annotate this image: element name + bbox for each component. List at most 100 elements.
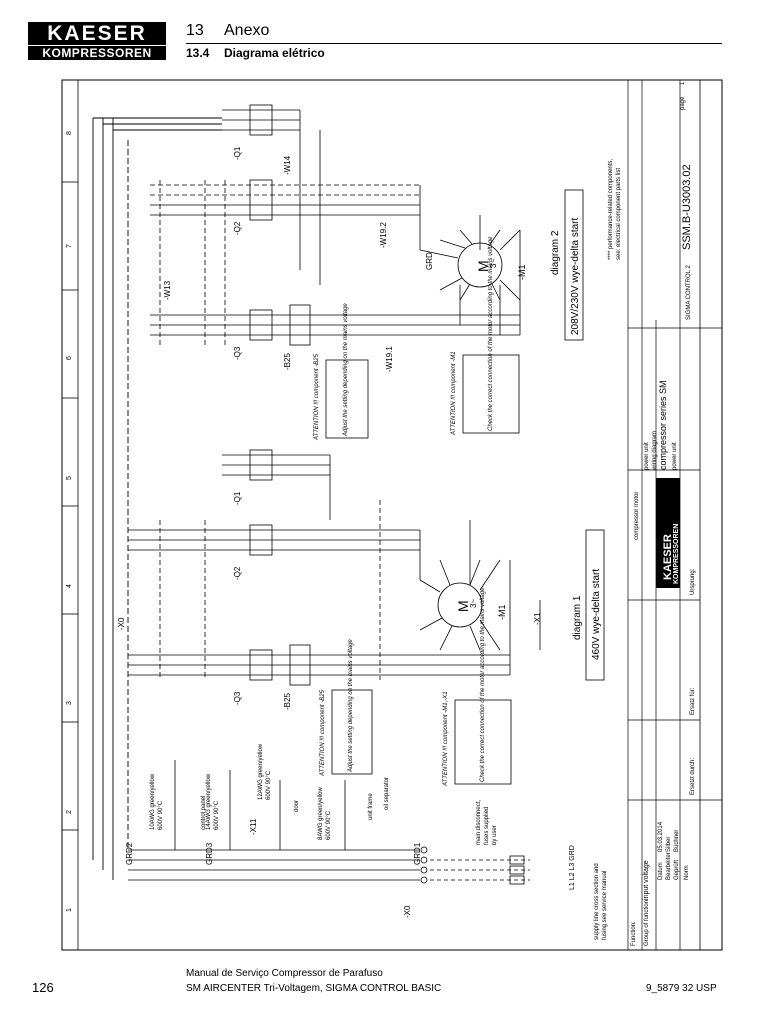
grid-number: 5 bbox=[66, 476, 73, 480]
wire3-label: 12AWG green/yellow bbox=[258, 743, 264, 800]
tb-date: Datum bbox=[658, 862, 664, 880]
grid-number: 8 bbox=[66, 131, 73, 135]
motor1-ref: -M1 bbox=[497, 605, 507, 621]
tb-brand-bottom: KOMPRESSOREN bbox=[673, 524, 680, 584]
attention-m1-upper: ATTENTION !!! component -M1 bbox=[451, 351, 457, 436]
tb-sigma: SIGMA CONTROL 2 bbox=[686, 265, 692, 320]
label-grd2: GRD2 bbox=[125, 842, 134, 865]
wire2-label: 14AWG green/yellow bbox=[206, 773, 212, 830]
label-x0-top: -X0 bbox=[117, 617, 126, 630]
grid-number: 7 bbox=[66, 244, 73, 248]
motor1-phase: 3~ bbox=[469, 599, 478, 608]
wire1b-label: 600V 90°C bbox=[158, 800, 164, 830]
tb-name2: Büchner bbox=[674, 830, 680, 852]
label-q2-lower: -Q2 bbox=[233, 566, 242, 580]
tb-norm: Norm bbox=[684, 865, 690, 880]
motor2-ref: -M1 bbox=[517, 265, 527, 281]
tb-power-unit2: power unit bbox=[672, 442, 678, 470]
grid-dividers bbox=[62, 181, 78, 831]
motor2-phase: 3~ bbox=[489, 259, 498, 268]
main-disc-2: fuses supplied bbox=[484, 807, 490, 845]
tb-series: compressor series SM bbox=[658, 380, 668, 470]
tb-ersatz-fuer: Ersatz für: bbox=[690, 687, 696, 715]
label-w13-upper: -W13 bbox=[163, 280, 172, 300]
attention-b25-box-lower bbox=[331, 689, 373, 775]
wire3b-label: 600V 90°C bbox=[266, 770, 272, 800]
attention-b25-box-upper-text: Adjust the setting depending on the main… bbox=[343, 303, 349, 437]
attention-b25-box-upper bbox=[325, 359, 369, 439]
wire2b-label: 600V 90°C bbox=[214, 800, 220, 830]
tb-power-unit: power unit bbox=[644, 442, 650, 470]
attention-m1x1-box-lower-text: Check the correct connection of the moto… bbox=[480, 587, 486, 782]
tb-bearbeiter: Bearbeiter bbox=[666, 852, 672, 880]
unit-frame-label: unit frame bbox=[368, 793, 374, 820]
main-disc-1: main disconnect, bbox=[476, 800, 482, 845]
main-disc-3: by user bbox=[492, 825, 498, 845]
attention-m1x1-box-lower bbox=[454, 699, 512, 785]
attention-b25-box-lower-text: Adjust the setting depending on the main… bbox=[348, 639, 354, 773]
doc-code: 9_5879 32 USP bbox=[646, 983, 717, 994]
door-label: door bbox=[294, 800, 300, 812]
tb-group: Group of function: bbox=[644, 898, 650, 946]
tb-code: SSM.B-U3003.02 bbox=[681, 164, 693, 250]
tb-function: Function: bbox=[631, 921, 637, 946]
label-q1-upper: -Q3 bbox=[233, 346, 242, 360]
label-grd1: GRD1 bbox=[413, 842, 422, 865]
wire1-label: 10AWG green/yellow bbox=[150, 773, 156, 830]
diagram2-title-box bbox=[564, 189, 584, 341]
label-q3-lower: -Q1 bbox=[233, 491, 242, 505]
label-x11: -X11 bbox=[249, 818, 258, 835]
title-block-texts: compressor motor power unit wiring diagr… bbox=[631, 81, 696, 946]
diagram1-title-box bbox=[585, 529, 605, 681]
attention-b25-upper: ATTENTION !!! component -B25 bbox=[314, 353, 320, 441]
logo-brand-top: KAESER bbox=[28, 22, 166, 45]
grid-number: 6 bbox=[66, 356, 73, 360]
chapter-number: 13 bbox=[186, 22, 204, 39]
tb-brand-top: KAESER bbox=[662, 534, 674, 580]
diagram1-title: 460V wye-delta start bbox=[591, 569, 602, 660]
label-q1-lower: -Q3 bbox=[233, 691, 242, 705]
diagram2-title: 208V/230V wye-delta start bbox=[570, 217, 581, 335]
logo-brand-bottom: KOMPRESSOREN bbox=[28, 46, 166, 60]
page-number: 126 bbox=[32, 980, 54, 995]
supply-note-2: fusing see service manual bbox=[602, 871, 608, 940]
sheet-frame bbox=[61, 79, 723, 951]
tb-page-num: 1 bbox=[680, 81, 686, 85]
tb-name1: Silber bbox=[666, 837, 672, 852]
label-grd-upper: GRD bbox=[425, 252, 434, 270]
performance-note: **** performance-related components, see… bbox=[608, 159, 622, 260]
tb-ursprung: Ursprung: bbox=[690, 568, 696, 595]
wire4b-label: 600V 90°C bbox=[326, 810, 332, 840]
label-x1: -X1 bbox=[533, 612, 542, 625]
grid-number: 3 bbox=[66, 701, 73, 705]
attention-m1-box-upper bbox=[462, 354, 520, 434]
footer-line1: Manual de Serviço Compressor de Parafuso bbox=[186, 968, 383, 979]
attention-m1-box-upper-text: Check the correct connection of the moto… bbox=[488, 236, 494, 431]
attention-texts: ATTENTION !!! component -B25 Adjust the … bbox=[314, 236, 494, 787]
kaeser-logo: KAESER KOMPRESSOREN bbox=[28, 22, 166, 60]
section-title: Diagrama elétrico bbox=[224, 46, 325, 60]
label-x0-bottom: -X0 bbox=[403, 905, 412, 918]
component-labels: -Q1 -Q2 -Q3 -B25 -W13 -W14 -W19.1 -W19.2… bbox=[117, 146, 542, 918]
label-w191-upper: -W19.1 bbox=[385, 346, 394, 372]
tb-ersetzt: Ersetzt durch: bbox=[690, 758, 696, 795]
tb-geprueft: Geprüft bbox=[674, 860, 680, 880]
section-number: 13.4 bbox=[186, 46, 210, 60]
ground-wiring bbox=[128, 760, 530, 885]
note-parts: see: electrical component parts list bbox=[616, 168, 622, 260]
tb-compressor-motor: compressor motor bbox=[634, 492, 640, 540]
ground-texts: 10AWG green/yellow 600V 90°C control pan… bbox=[150, 743, 608, 940]
label-w14-upper: -W14 bbox=[283, 155, 292, 175]
tb-page: page bbox=[680, 96, 686, 110]
label-w192-upper: -W19.2 bbox=[379, 222, 388, 248]
title-block-logo bbox=[656, 478, 680, 588]
grid-number: 1 bbox=[66, 908, 73, 912]
chapter-title: Anexo bbox=[224, 22, 270, 39]
supply-lines bbox=[92, 117, 222, 880]
diagram2-wiring bbox=[150, 104, 521, 346]
motor1-label: M bbox=[455, 600, 471, 612]
attention-b25-lower: ATTENTION !!! component -B25 bbox=[320, 689, 326, 777]
note-performance: **** performance-related components, bbox=[608, 159, 614, 260]
attention-m1x1-lower: ATTENTION !!! component -M1,-X1 bbox=[443, 691, 449, 787]
